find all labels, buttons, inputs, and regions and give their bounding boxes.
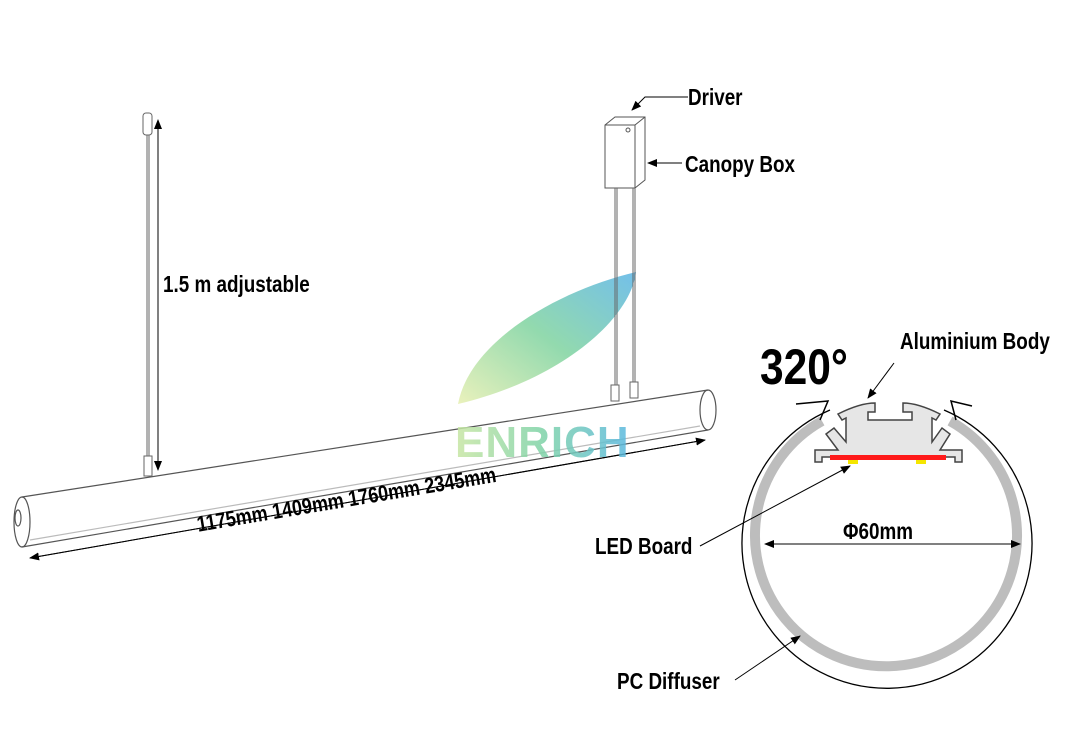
suspension-wire-left — [142, 112, 153, 477]
logo-leaf — [458, 272, 636, 404]
led-board — [830, 455, 946, 460]
led-chip — [848, 460, 858, 464]
aluminium-body-label: Aluminium Body — [900, 328, 1050, 354]
aluminium-body — [814, 402, 963, 463]
led-board-label: LED Board — [595, 533, 693, 559]
led-chip — [916, 460, 926, 464]
diameter-label: Φ60mm — [843, 518, 914, 544]
adjustable-label: 1.5 m adjustable — [163, 271, 310, 297]
driver-label: Driver — [688, 84, 743, 110]
pc-diffuser-label: PC Diffuser — [617, 668, 720, 694]
beam-angle-label: 320° — [760, 339, 848, 395]
enrich-logo: ENRICH — [455, 418, 630, 467]
canopy-box-label: Canopy Box — [685, 151, 796, 177]
suspension-wires-right — [610, 188, 639, 402]
cross-section — [699, 362, 1033, 689]
pc-diffuser-ring — [750, 416, 1022, 672]
tube-light — [13, 389, 717, 548]
canopy-box — [604, 116, 646, 189]
